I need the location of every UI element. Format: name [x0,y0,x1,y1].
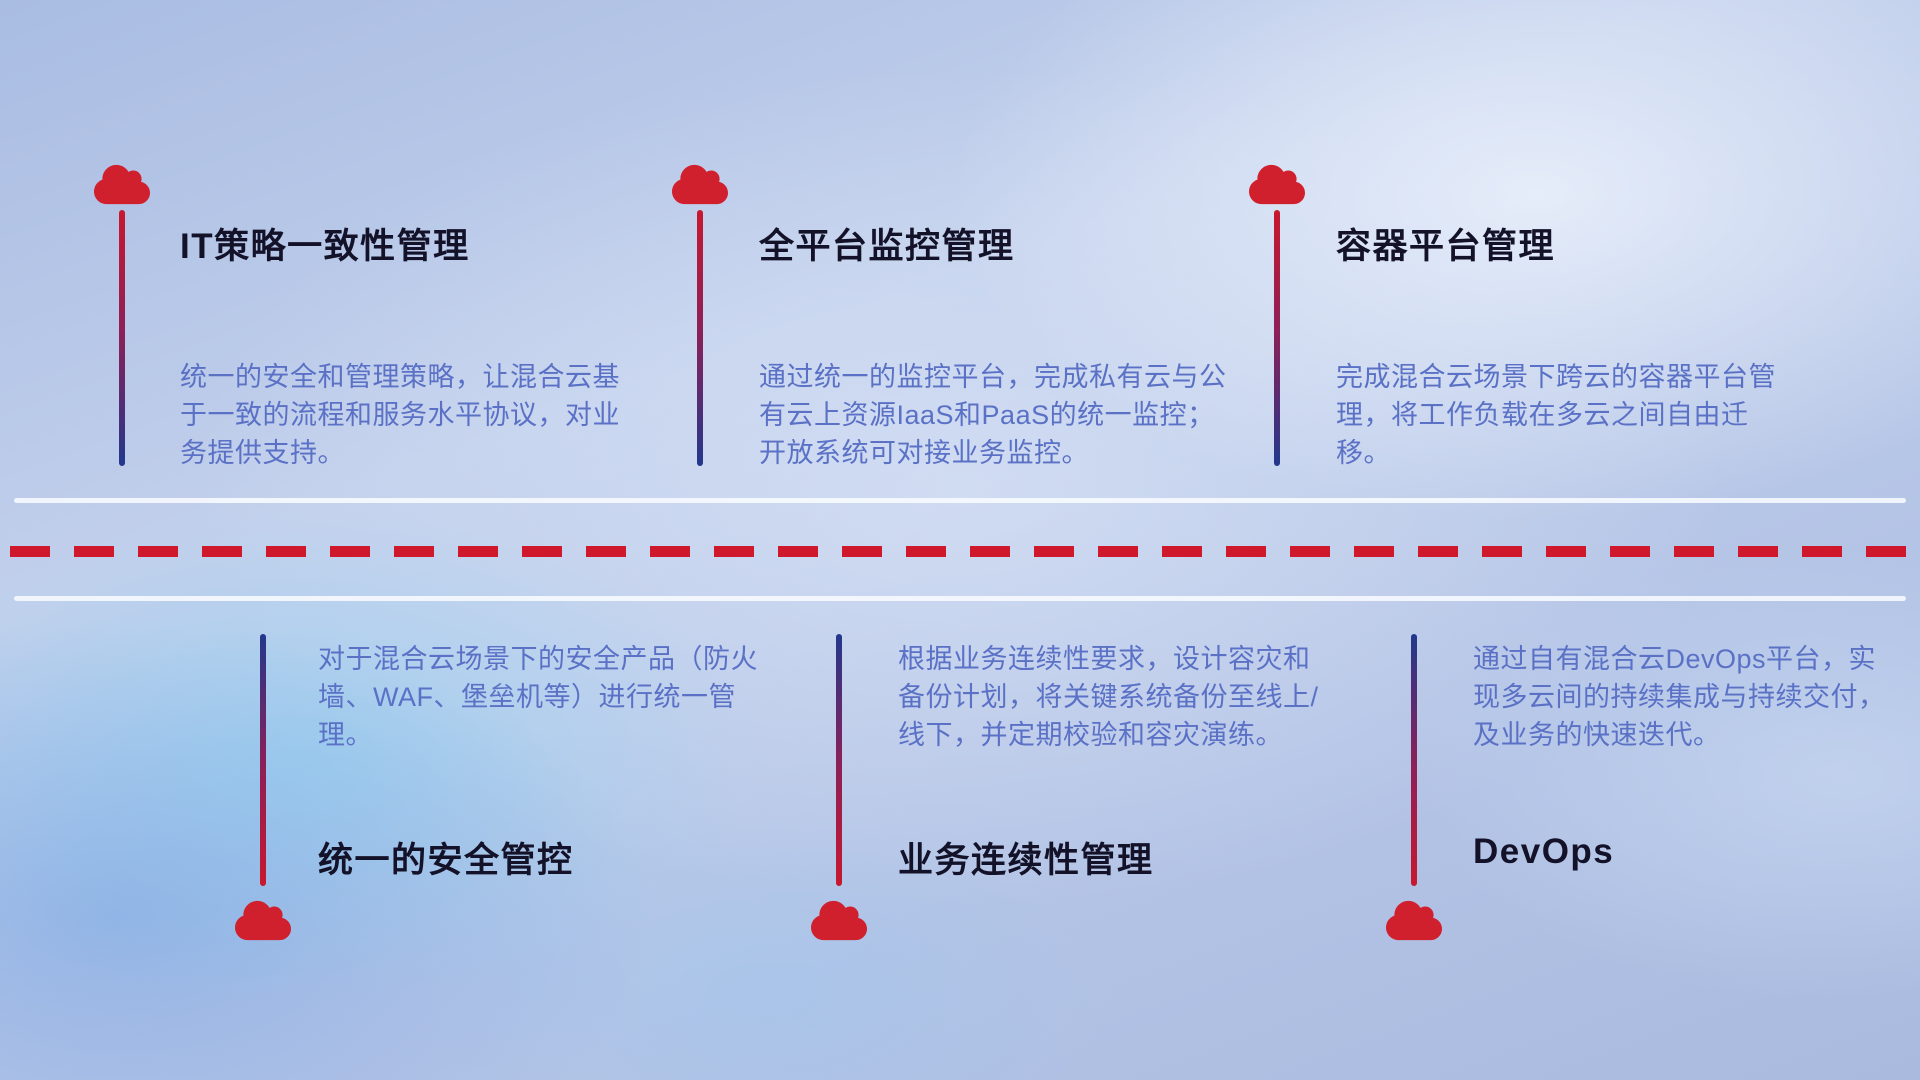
item-description: 统一的安全和管理策略，让混合云基于一致的流程和服务水平协议，对业务提供支持。 [180,362,620,468]
item-title: DevOps [1473,832,1615,871]
item-title: 容器平台管理 [1336,227,1556,266]
timeline-stem [1411,634,1417,886]
item-description: 通过统一的监控平台，完成私有云与公有云上资源IaaS和PaaS的统一监控；开放系… [759,362,1227,468]
item-description: 完成混合云场景下跨云的容器平台管理，将工作负载在多云之间自由迁移。 [1336,362,1776,468]
cloud-icon [94,164,150,205]
cloud-icon [1386,900,1442,941]
item-description: 通过自有混合云DevOps平台，实现多云间的持续集成与持续交付，及业务的快速迭代… [1473,644,1886,750]
timeline-solid-line-bottom [14,596,1906,601]
timeline-stem [697,210,703,466]
cloud-icon [235,900,291,941]
item-description: 根据业务连续性要求，设计容灾和备份计划，将关键系统备份至线上/线下，并定期校验和… [898,644,1319,750]
item-title: 全平台监控管理 [759,227,1015,266]
timeline-dashed-line [10,546,1910,557]
cloud-icon [811,900,867,941]
timeline-stem [119,210,125,466]
item-title: 业务连续性管理 [898,841,1154,880]
timeline-stem [260,634,266,886]
timeline-stem [836,634,842,886]
timeline-solid-line-top [14,498,1906,503]
cloud-icon [672,164,728,205]
cloud-icon [1249,164,1305,205]
item-title: IT策略一致性管理 [180,227,470,266]
timeline-stem [1274,210,1280,466]
item-description: 对于混合云场景下的安全产品（防火墙、WAF、堡垒机等）进行统一管理。 [318,644,758,750]
item-title: 统一的安全管控 [318,841,574,880]
